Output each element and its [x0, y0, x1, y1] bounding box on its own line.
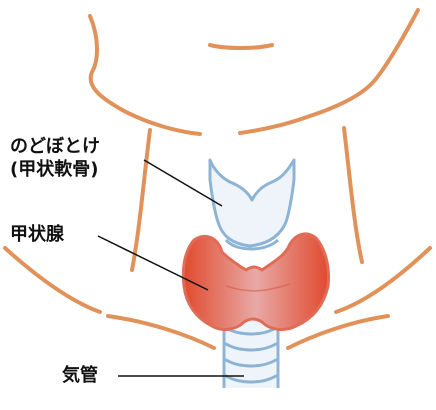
jaw-left	[90, 16, 200, 134]
neck-side-left	[132, 130, 150, 270]
clavicle-left	[108, 316, 214, 348]
chin-line	[210, 45, 272, 48]
label-trachea: 気管	[62, 365, 98, 387]
label-thyroid-cartilage: (甲状軟骨)	[10, 159, 98, 181]
neck-side-right	[344, 128, 362, 262]
label-thyroid-gland: 甲状腺	[10, 224, 64, 246]
thyroid-cartilage	[210, 160, 294, 249]
jaw-right	[240, 10, 418, 133]
shoulder-right	[336, 248, 430, 312]
shoulder-left	[5, 248, 100, 312]
label-adams-apple: のどぼとけ	[10, 136, 100, 158]
